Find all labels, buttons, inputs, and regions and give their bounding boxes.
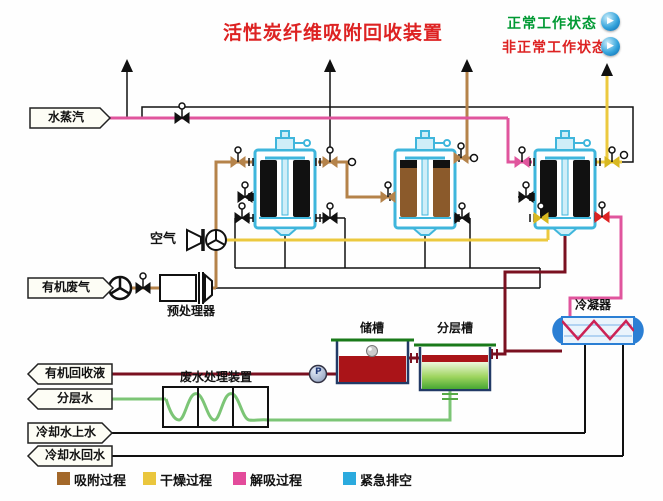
cooling-supply-tag-label: 冷却水上水 xyxy=(35,425,96,439)
cooling-return-tag xyxy=(26,445,113,467)
preprocessor-label: 预处理器 xyxy=(166,304,215,318)
stream-tags xyxy=(26,107,115,467)
pump xyxy=(308,364,328,384)
abnormal-status-label: 非正常工作状态 xyxy=(502,40,607,56)
v2-inlet-valve xyxy=(380,181,396,203)
storage-tank-label: 储槽 xyxy=(359,321,384,335)
v3-desorb-valve-alarm xyxy=(594,201,610,223)
v1-port-cap xyxy=(347,157,357,167)
cooling-supply-tag xyxy=(27,422,114,444)
recovered-liquid-tag-label: 有机回收液 xyxy=(44,366,105,380)
condenser-unit xyxy=(552,316,644,345)
v1-outlet-valve xyxy=(322,146,338,168)
float-ball xyxy=(366,345,378,357)
cooling-water-pipes xyxy=(112,344,624,457)
waste-gas-fan-icon xyxy=(107,275,133,301)
pump-label: P xyxy=(315,367,322,377)
legend-swatch-adsorption xyxy=(57,472,70,485)
legend-swatch-emergency xyxy=(343,472,356,485)
separated-water-tag-label: 分层水 xyxy=(56,391,93,405)
legend-swatch-drying xyxy=(143,472,156,485)
separation-tank-drain-valve xyxy=(442,393,458,400)
wastewater-unit-label: 废水处理装置 xyxy=(179,370,252,384)
waste-gas-tag-label: 有机废气 xyxy=(41,280,90,294)
legend-label-desorption: 解吸过程 xyxy=(250,474,303,489)
v1-left-mid-valve xyxy=(237,181,253,203)
adsorber-vessel-3 xyxy=(533,130,597,236)
v2-port-cap xyxy=(469,153,479,163)
preprocessor-unit xyxy=(159,272,213,304)
steam-valve xyxy=(174,102,190,124)
separation-tank-label: 分层槽 xyxy=(436,321,473,335)
vent-arrowheads xyxy=(121,59,613,76)
storage-tank xyxy=(331,338,414,385)
waste-gas-inlet-valve xyxy=(135,272,151,294)
adsorber-vessel-2 xyxy=(393,130,457,236)
v1-right-bottom-valve xyxy=(322,202,338,224)
legend-label-drying: 干燥过程 xyxy=(160,474,213,489)
separated-water-tag xyxy=(26,388,113,410)
wastewater-treatment-unit xyxy=(162,386,269,428)
separation-tank xyxy=(414,343,496,392)
air-label: 空气 xyxy=(150,232,177,247)
legend-label-adsorption: 吸附过程 xyxy=(74,474,127,489)
normal-status-button[interactable]: ▶ xyxy=(601,12,620,31)
v3-port-cap xyxy=(619,150,629,160)
v3-left-mid-valve xyxy=(518,181,534,203)
v1-left-bottom-valve xyxy=(234,202,250,224)
tank-connection-valves xyxy=(410,349,498,363)
v1-inlet-valve xyxy=(230,146,246,168)
cooling-return-tag-label: 冷却水回水 xyxy=(44,448,105,462)
page-title: 活性炭纤维吸附回收装置 xyxy=(222,22,443,44)
valves xyxy=(135,102,629,294)
condenser-label: 冷凝器 xyxy=(574,298,611,312)
v2-right-bottom-valve xyxy=(454,202,470,224)
v3-steam-valve xyxy=(514,146,530,168)
air-blower-icon xyxy=(186,228,227,252)
abnormal-status-button[interactable]: ▶ xyxy=(601,37,620,56)
legend-label-emergency: 紧急排空 xyxy=(360,474,413,489)
normal-status-label: 正常工作状态 xyxy=(507,16,597,32)
adsorber-vessel-1 xyxy=(253,130,317,236)
steam-tag xyxy=(29,107,112,129)
steam-tag-label: 水蒸汽 xyxy=(47,110,84,124)
recovered-liquid-tag xyxy=(26,363,113,385)
legend-swatch-desorption xyxy=(233,472,246,485)
waste-gas-tag xyxy=(27,277,115,299)
